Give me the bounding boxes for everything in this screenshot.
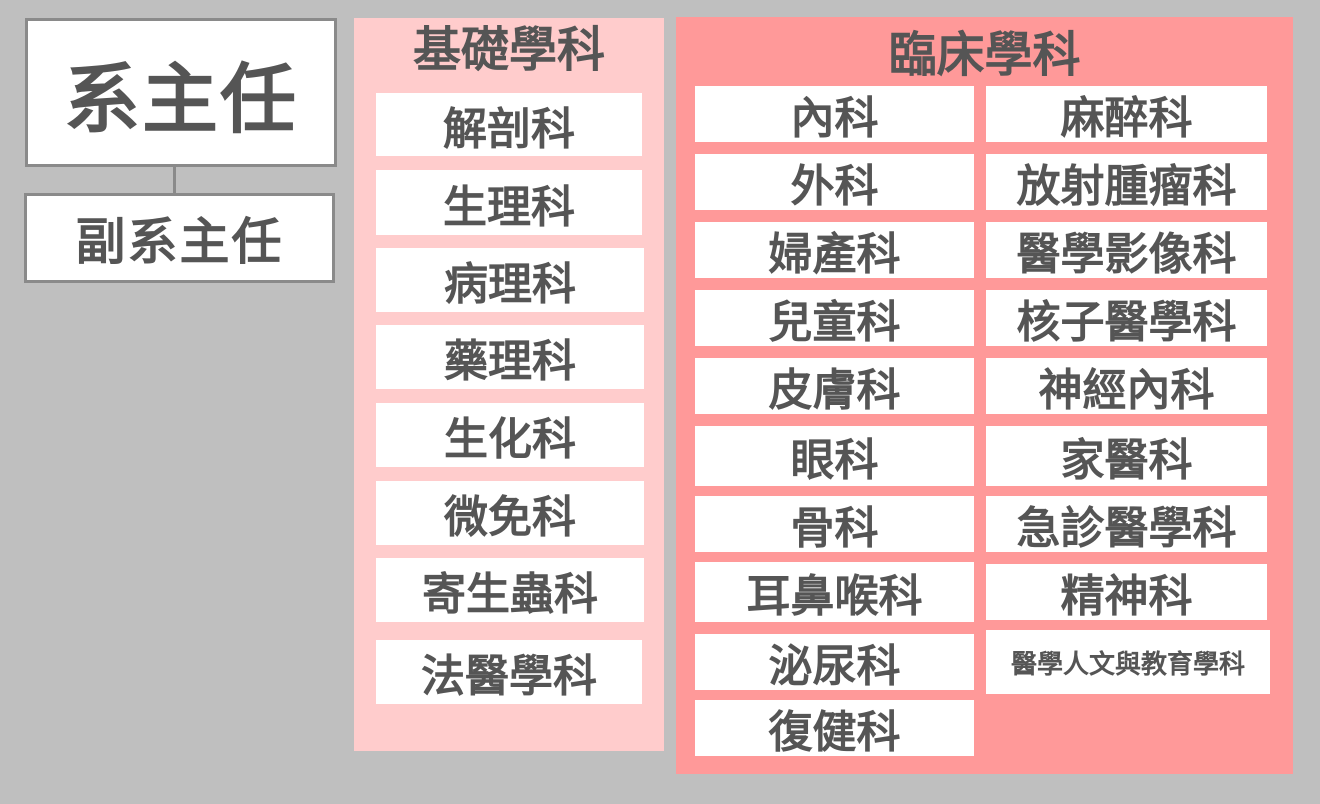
basic-item-biochemistry: 生化科 (376, 403, 644, 467)
clinical-item-obstetrics-gynecology: 婦產科 (695, 222, 974, 280)
clinical-item-urology: 泌尿科 (695, 634, 974, 692)
department-chair-box: 系主任 (25, 18, 337, 167)
basic-item-physiology: 生理科 (376, 170, 642, 235)
basic-item-microbiology-immunology: 微免科 (376, 481, 644, 545)
clinical-item-family-medicine: 家醫科 (986, 426, 1267, 486)
chair-connector-line (173, 167, 176, 193)
clinical-item-ophthalmology: 眼科 (695, 426, 974, 486)
clinical-item-nuclear-medicine: 核子醫學科 (986, 290, 1267, 348)
basic-item-parasitology: 寄生蟲科 (376, 558, 644, 622)
vice-chair-box: 副系主任 (24, 193, 335, 283)
basic-item-forensic-medicine: 法醫學科 (376, 640, 642, 704)
basic-sciences-title: 基礎學科 (412, 22, 605, 78)
clinical-item-internal-medicine: 內科 (695, 86, 974, 144)
clinical-sciences-title: 臨床學科 (888, 27, 1081, 83)
basic-item-pathology: 病理科 (376, 248, 644, 312)
clinical-item-medical-imaging: 醫學影像科 (986, 222, 1267, 280)
clinical-item-radiation-oncology: 放射腫瘤科 (986, 154, 1267, 212)
clinical-item-anesthesiology: 麻醉科 (986, 86, 1267, 144)
clinical-item-medical-humanities-education: 醫學人文與教育學科 (986, 630, 1270, 694)
clinical-item-otolaryngology: 耳鼻喉科 (695, 562, 974, 622)
basic-item-pharmacology: 藥理科 (376, 325, 644, 389)
clinical-item-orthopedics: 骨科 (695, 496, 974, 554)
clinical-item-pediatrics: 兒童科 (695, 290, 974, 348)
clinical-item-rehabilitation: 復健科 (695, 700, 974, 758)
clinical-item-psychiatry: 精神科 (986, 564, 1267, 622)
clinical-sciences-panel: 臨床學科 內科 外科 婦產科 兒童科 皮膚科 眼科 骨科 耳鼻喉科 泌尿科 復健… (676, 17, 1293, 774)
clinical-item-emergency-medicine: 急診醫學科 (986, 496, 1267, 554)
basic-sciences-panel: 基礎學科 解剖科 生理科 病理科 藥理科 生化科 微免科 寄生蟲科 法醫學科 (354, 18, 664, 751)
clinical-item-neurology: 神經內科 (986, 358, 1267, 416)
clinical-item-dermatology: 皮膚科 (695, 358, 974, 416)
clinical-item-surgery: 外科 (695, 154, 974, 212)
basic-item-anatomy: 解剖科 (376, 93, 642, 156)
